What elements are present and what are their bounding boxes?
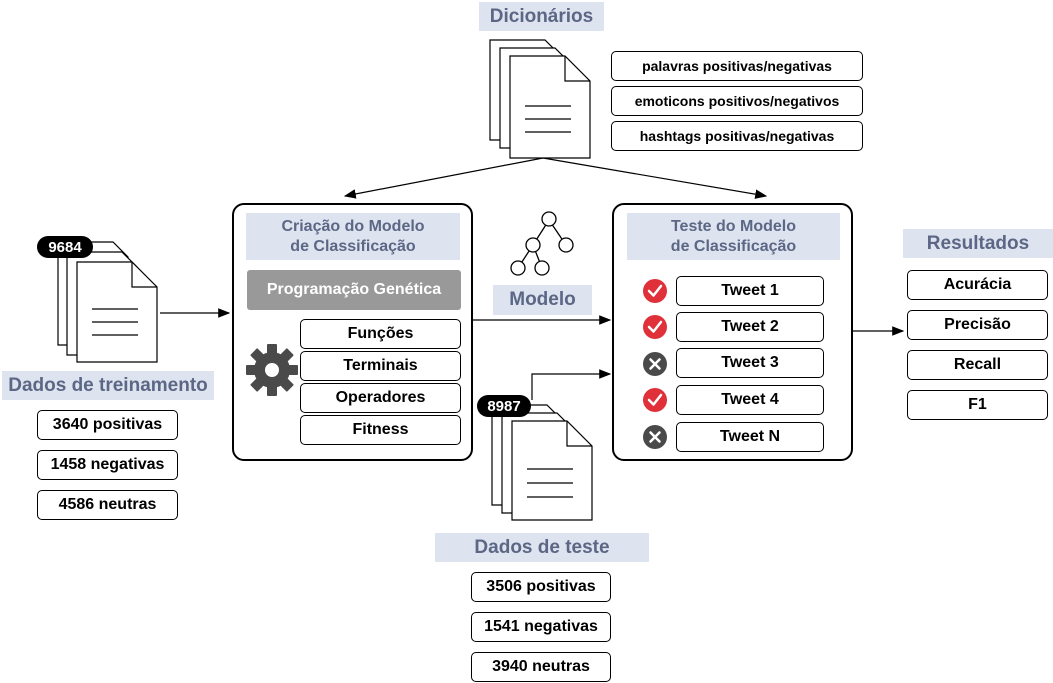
test-title-line2: de Classificação — [670, 237, 797, 255]
arrow-testdata-to-test — [531, 369, 612, 400]
dictionary-documents-icon — [489, 39, 591, 159]
results-item: Recall — [907, 350, 1048, 380]
results-item: F1 — [907, 390, 1048, 420]
test-count-badge: 8987 — [477, 395, 531, 417]
training-item: 1458 negativas — [37, 450, 178, 480]
creation-title: Criação do Modelo de Classificação — [246, 213, 460, 260]
tweet-row: Tweet 4 — [676, 385, 824, 415]
genetic-programming-label: Programação Genética — [247, 270, 461, 310]
training-item: 4586 neutras — [37, 490, 178, 520]
test-documents-icon — [491, 404, 593, 521]
tweet-row: Tweet N — [676, 422, 824, 452]
gear-icon — [246, 344, 298, 396]
creation-item: Funções — [300, 319, 461, 349]
results-item: Acurácia — [907, 270, 1048, 300]
tweet-row: Tweet 3 — [676, 348, 824, 378]
arrow-dict-to-test — [542, 157, 768, 199]
test-data-item: 3506 positivas — [471, 572, 611, 602]
tree-model-icon — [510, 211, 574, 276]
cross-icon — [643, 352, 667, 376]
check-icon — [643, 279, 667, 303]
creation-title-line2: de Classificação — [290, 237, 416, 255]
dictionary-item: palavras positivas/negativas — [611, 51, 863, 81]
dictionaries-title: Dicionários — [479, 2, 604, 31]
test-title-line1: Teste do Modelo — [670, 217, 797, 235]
arrow-dict-to-creation — [343, 157, 544, 199]
dictionary-item: hashtags positivas/negativas — [611, 121, 863, 151]
creation-item: Operadores — [300, 383, 461, 413]
training-title: Dados de treinamento — [2, 371, 214, 400]
training-count-badge: 9684 — [37, 236, 93, 258]
test-data-item: 1541 negativas — [471, 612, 611, 642]
results-item: Precisão — [907, 310, 1048, 340]
test-data-item: 3940 neutras — [471, 652, 611, 682]
model-label: Modelo — [493, 285, 592, 315]
tweet-row: Tweet 1 — [676, 276, 824, 306]
tweet-row: Tweet 2 — [676, 312, 824, 342]
training-item: 3640 positivas — [37, 410, 178, 440]
check-icon — [643, 315, 667, 339]
training-documents-icon — [57, 241, 158, 363]
check-icon — [643, 388, 667, 412]
test-title: Teste do Modelo de Classificação — [627, 213, 840, 260]
results-title: Resultados — [903, 229, 1053, 258]
cross-icon — [643, 425, 667, 449]
creation-item: Terminais — [300, 351, 461, 381]
creation-item: Fitness — [300, 415, 461, 445]
creation-title-line1: Criação do Modelo — [281, 217, 425, 235]
dictionary-item: emoticons positivos/negativos — [611, 86, 863, 116]
test-data-title: Dados de teste — [435, 533, 649, 562]
